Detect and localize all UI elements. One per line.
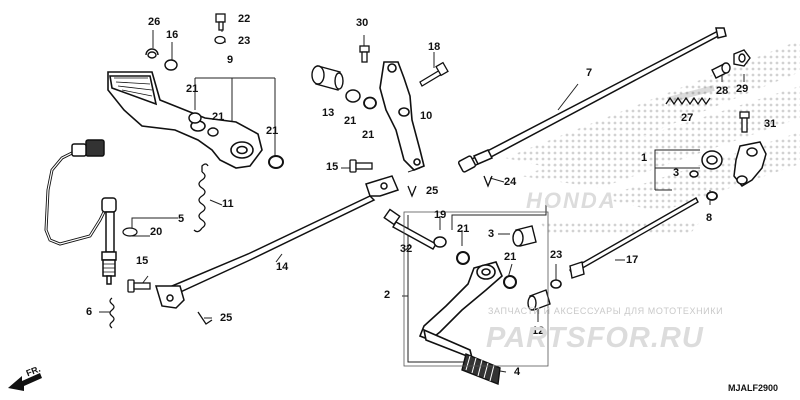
part-brake-pedal xyxy=(107,71,263,169)
callout-32: 32 xyxy=(400,243,413,255)
part-clevis xyxy=(711,62,731,79)
callout-23: 23 xyxy=(238,35,251,47)
part-pivot xyxy=(527,289,551,311)
part-nut xyxy=(550,279,562,289)
part-bolt xyxy=(419,61,449,87)
callout-24: 24 xyxy=(504,176,517,188)
part-spring xyxy=(665,85,715,106)
part-cotter-pin xyxy=(483,175,493,188)
callout-4: 4 xyxy=(514,366,521,378)
callout-21: 21 xyxy=(212,111,225,123)
part-washer xyxy=(164,59,178,71)
callout-2: 2 xyxy=(384,289,391,301)
callout-1: 1 xyxy=(641,152,648,164)
diagram-code: MJALF2900 xyxy=(728,383,779,393)
callout-14: 14 xyxy=(276,261,289,273)
callout-21: 21 xyxy=(186,83,199,95)
part-bolt xyxy=(739,111,750,133)
part-nut xyxy=(733,49,751,67)
callout-25: 25 xyxy=(426,185,439,197)
callout-21: 21 xyxy=(504,251,517,263)
callout-21: 21 xyxy=(344,115,357,127)
callout-25: 25 xyxy=(220,312,233,324)
part-washer xyxy=(188,112,202,124)
callout-16: 16 xyxy=(166,29,179,41)
callout-28: 28 xyxy=(716,85,729,97)
callout-10: 10 xyxy=(420,110,433,122)
part-pivot-bushing xyxy=(311,65,344,91)
part-washer xyxy=(207,127,219,137)
callout-20: 20 xyxy=(150,226,163,238)
part-ball-joint xyxy=(689,150,723,178)
callout-3: 3 xyxy=(488,228,495,240)
part-shift-arm xyxy=(379,61,425,171)
callout-26: 26 xyxy=(148,16,161,28)
front-direction-arrow-icon xyxy=(8,373,42,391)
part-washer xyxy=(503,275,517,289)
part-tie-rod xyxy=(569,197,699,279)
callout-6: 6 xyxy=(86,306,93,318)
honda-brand-mark: HONDA xyxy=(526,188,617,213)
part-joint-assembly xyxy=(733,141,767,187)
part-bolt-small xyxy=(214,13,226,45)
callout-31: 31 xyxy=(764,118,777,130)
part-washer xyxy=(456,251,470,265)
callout-9: 9 xyxy=(227,54,234,66)
callout-15: 15 xyxy=(326,161,339,173)
part-bushing xyxy=(512,225,537,247)
part-brake-switch xyxy=(44,139,117,285)
callout-15: 15 xyxy=(136,255,149,267)
part-gearshift-pedal xyxy=(418,261,503,360)
callout-5: 5 xyxy=(178,213,185,225)
callout-7: 7 xyxy=(586,67,593,79)
part-circlip xyxy=(145,48,159,59)
part-washer xyxy=(363,96,377,110)
leader-lines xyxy=(99,22,745,373)
callout-22: 22 xyxy=(238,13,251,25)
part-bolt xyxy=(359,45,370,63)
watermark-tagline: ЗАПЧАСТИ И АКСЕССУАРЫ ДЛЯ МОТОТЕХНИКИ xyxy=(488,306,724,316)
callout-21: 21 xyxy=(266,125,279,137)
part-nut xyxy=(706,191,718,201)
part-washer xyxy=(433,236,447,248)
part-clip xyxy=(122,227,138,237)
part-cotter-pin xyxy=(197,185,417,325)
part-return-spring xyxy=(193,163,209,233)
part-pin xyxy=(349,159,373,173)
watermark-site: PARTSFOR.RU xyxy=(486,322,704,354)
callout-8: 8 xyxy=(706,212,713,224)
part-switch-spring xyxy=(109,297,115,329)
part-washer xyxy=(268,155,284,169)
part-shift-rod xyxy=(457,27,727,173)
callout-17: 17 xyxy=(626,254,639,266)
part-brake-rod xyxy=(154,175,400,309)
part-shift-rubber xyxy=(461,353,501,385)
callout-19: 19 xyxy=(434,209,447,221)
callout-11: 11 xyxy=(222,198,234,210)
callout-21: 21 xyxy=(457,223,470,235)
assembly-outline xyxy=(403,211,549,367)
callout-18: 18 xyxy=(428,41,441,53)
callout-30: 30 xyxy=(356,17,369,29)
callout-23: 23 xyxy=(550,249,563,261)
callout-27: 27 xyxy=(681,112,694,124)
callout-12: 12 xyxy=(532,325,545,337)
callout-29: 29 xyxy=(736,83,749,95)
part-washer xyxy=(345,89,361,103)
callout-13: 13 xyxy=(322,107,335,119)
callout-3: 3 xyxy=(673,167,680,179)
part-pin xyxy=(127,279,151,293)
callout-21: 21 xyxy=(362,129,375,141)
